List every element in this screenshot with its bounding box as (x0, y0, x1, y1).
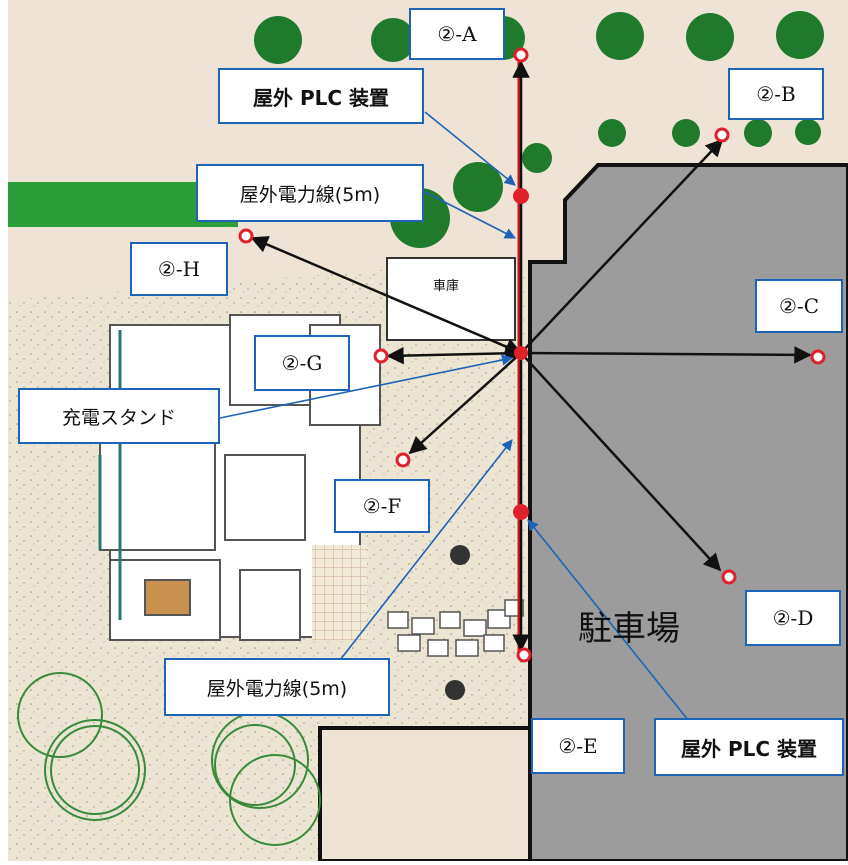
label-power-line-top: 屋外電力線(5m) (196, 164, 424, 222)
measurement-points (238, 47, 826, 663)
adjacent-lot (318, 726, 532, 863)
label-charging-stand: 充電スタンド (18, 388, 220, 444)
label-point-a: ②-A (409, 8, 505, 60)
label-point-d: ②-D (745, 590, 841, 646)
callout-lines (219, 111, 701, 736)
label-point-f: ②-F (334, 479, 430, 533)
shrubs (445, 545, 470, 700)
garage-label: 車庫 (433, 279, 459, 294)
label-plc-bottom: 屋外 PLC 装置 (654, 718, 844, 776)
label-point-e: ②-E (531, 718, 625, 774)
label-point-c: ②-C (755, 279, 843, 333)
parking-lot-label: 駐車場 (578, 609, 680, 649)
terrace-tiles (312, 545, 367, 640)
left-margin (0, 0, 8, 861)
trees (254, 11, 824, 248)
label-plc-top: 屋外 PLC 装置 (218, 68, 424, 124)
plc-devices (513, 188, 529, 520)
label-power-line-bottom: 屋外電力線(5m) (164, 658, 390, 716)
label-point-g: ②-G (254, 335, 350, 391)
label-point-b: ②-B (728, 68, 824, 120)
label-point-h: ②-H (130, 242, 228, 296)
stepping-stones (387, 599, 524, 657)
garage-box (386, 257, 516, 341)
measurement-arrows (250, 60, 812, 652)
parking-lot (528, 163, 848, 863)
